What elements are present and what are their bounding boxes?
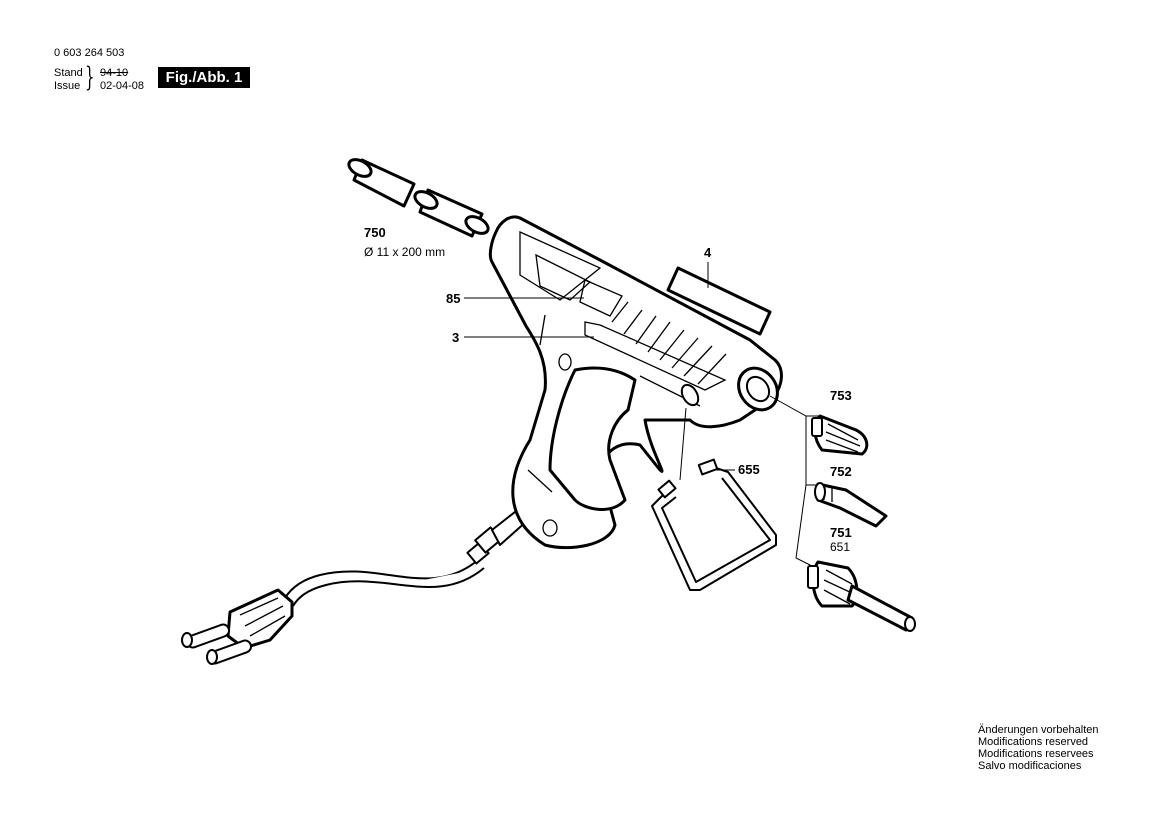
nozzle-751 xyxy=(807,560,916,632)
note-line: Änderungen vorbehalten xyxy=(978,724,1099,736)
figure-badge: Fig./Abb. 1 xyxy=(158,67,250,88)
note-line: Modifications reserved xyxy=(978,736,1089,748)
power-plug xyxy=(181,588,294,665)
label-753: 753 xyxy=(830,388,852,403)
nozzle-752 xyxy=(814,482,888,528)
label-750: 750 xyxy=(364,225,386,240)
glue-stick-750 xyxy=(347,158,490,238)
label-750-spec: Ø 11 x 200 mm xyxy=(364,245,445,259)
label-3: 3 xyxy=(452,330,459,345)
stand-date-old: 94-10 xyxy=(100,67,129,79)
issue-date: 02-04-08 xyxy=(100,80,145,92)
brace-symbol: } xyxy=(85,62,95,93)
label-4: 4 xyxy=(704,245,712,260)
housing-ribs xyxy=(611,301,727,385)
leader-lines xyxy=(464,262,820,567)
stand-bracket-655 xyxy=(651,458,777,591)
power-cord xyxy=(284,507,529,607)
label-751: 751 xyxy=(830,525,852,540)
part-number: 0 603 264 503 xyxy=(54,47,125,59)
modification-notes: Änderungen vorbehalten Modifications res… xyxy=(978,724,1098,772)
nozzle-753 xyxy=(811,414,869,456)
stand-label: Stand xyxy=(54,67,83,79)
label-85: 85 xyxy=(446,291,460,306)
issue-label: Issue xyxy=(54,80,81,92)
label-752: 752 xyxy=(830,464,852,479)
glue-gun-housing xyxy=(488,215,783,550)
note-line: Modifications reservees xyxy=(978,748,1094,760)
label-651: 651 xyxy=(830,540,850,554)
label-655: 655 xyxy=(738,462,760,477)
note-line: Salvo modificaciones xyxy=(978,760,1082,772)
part-4-strip xyxy=(666,266,772,336)
